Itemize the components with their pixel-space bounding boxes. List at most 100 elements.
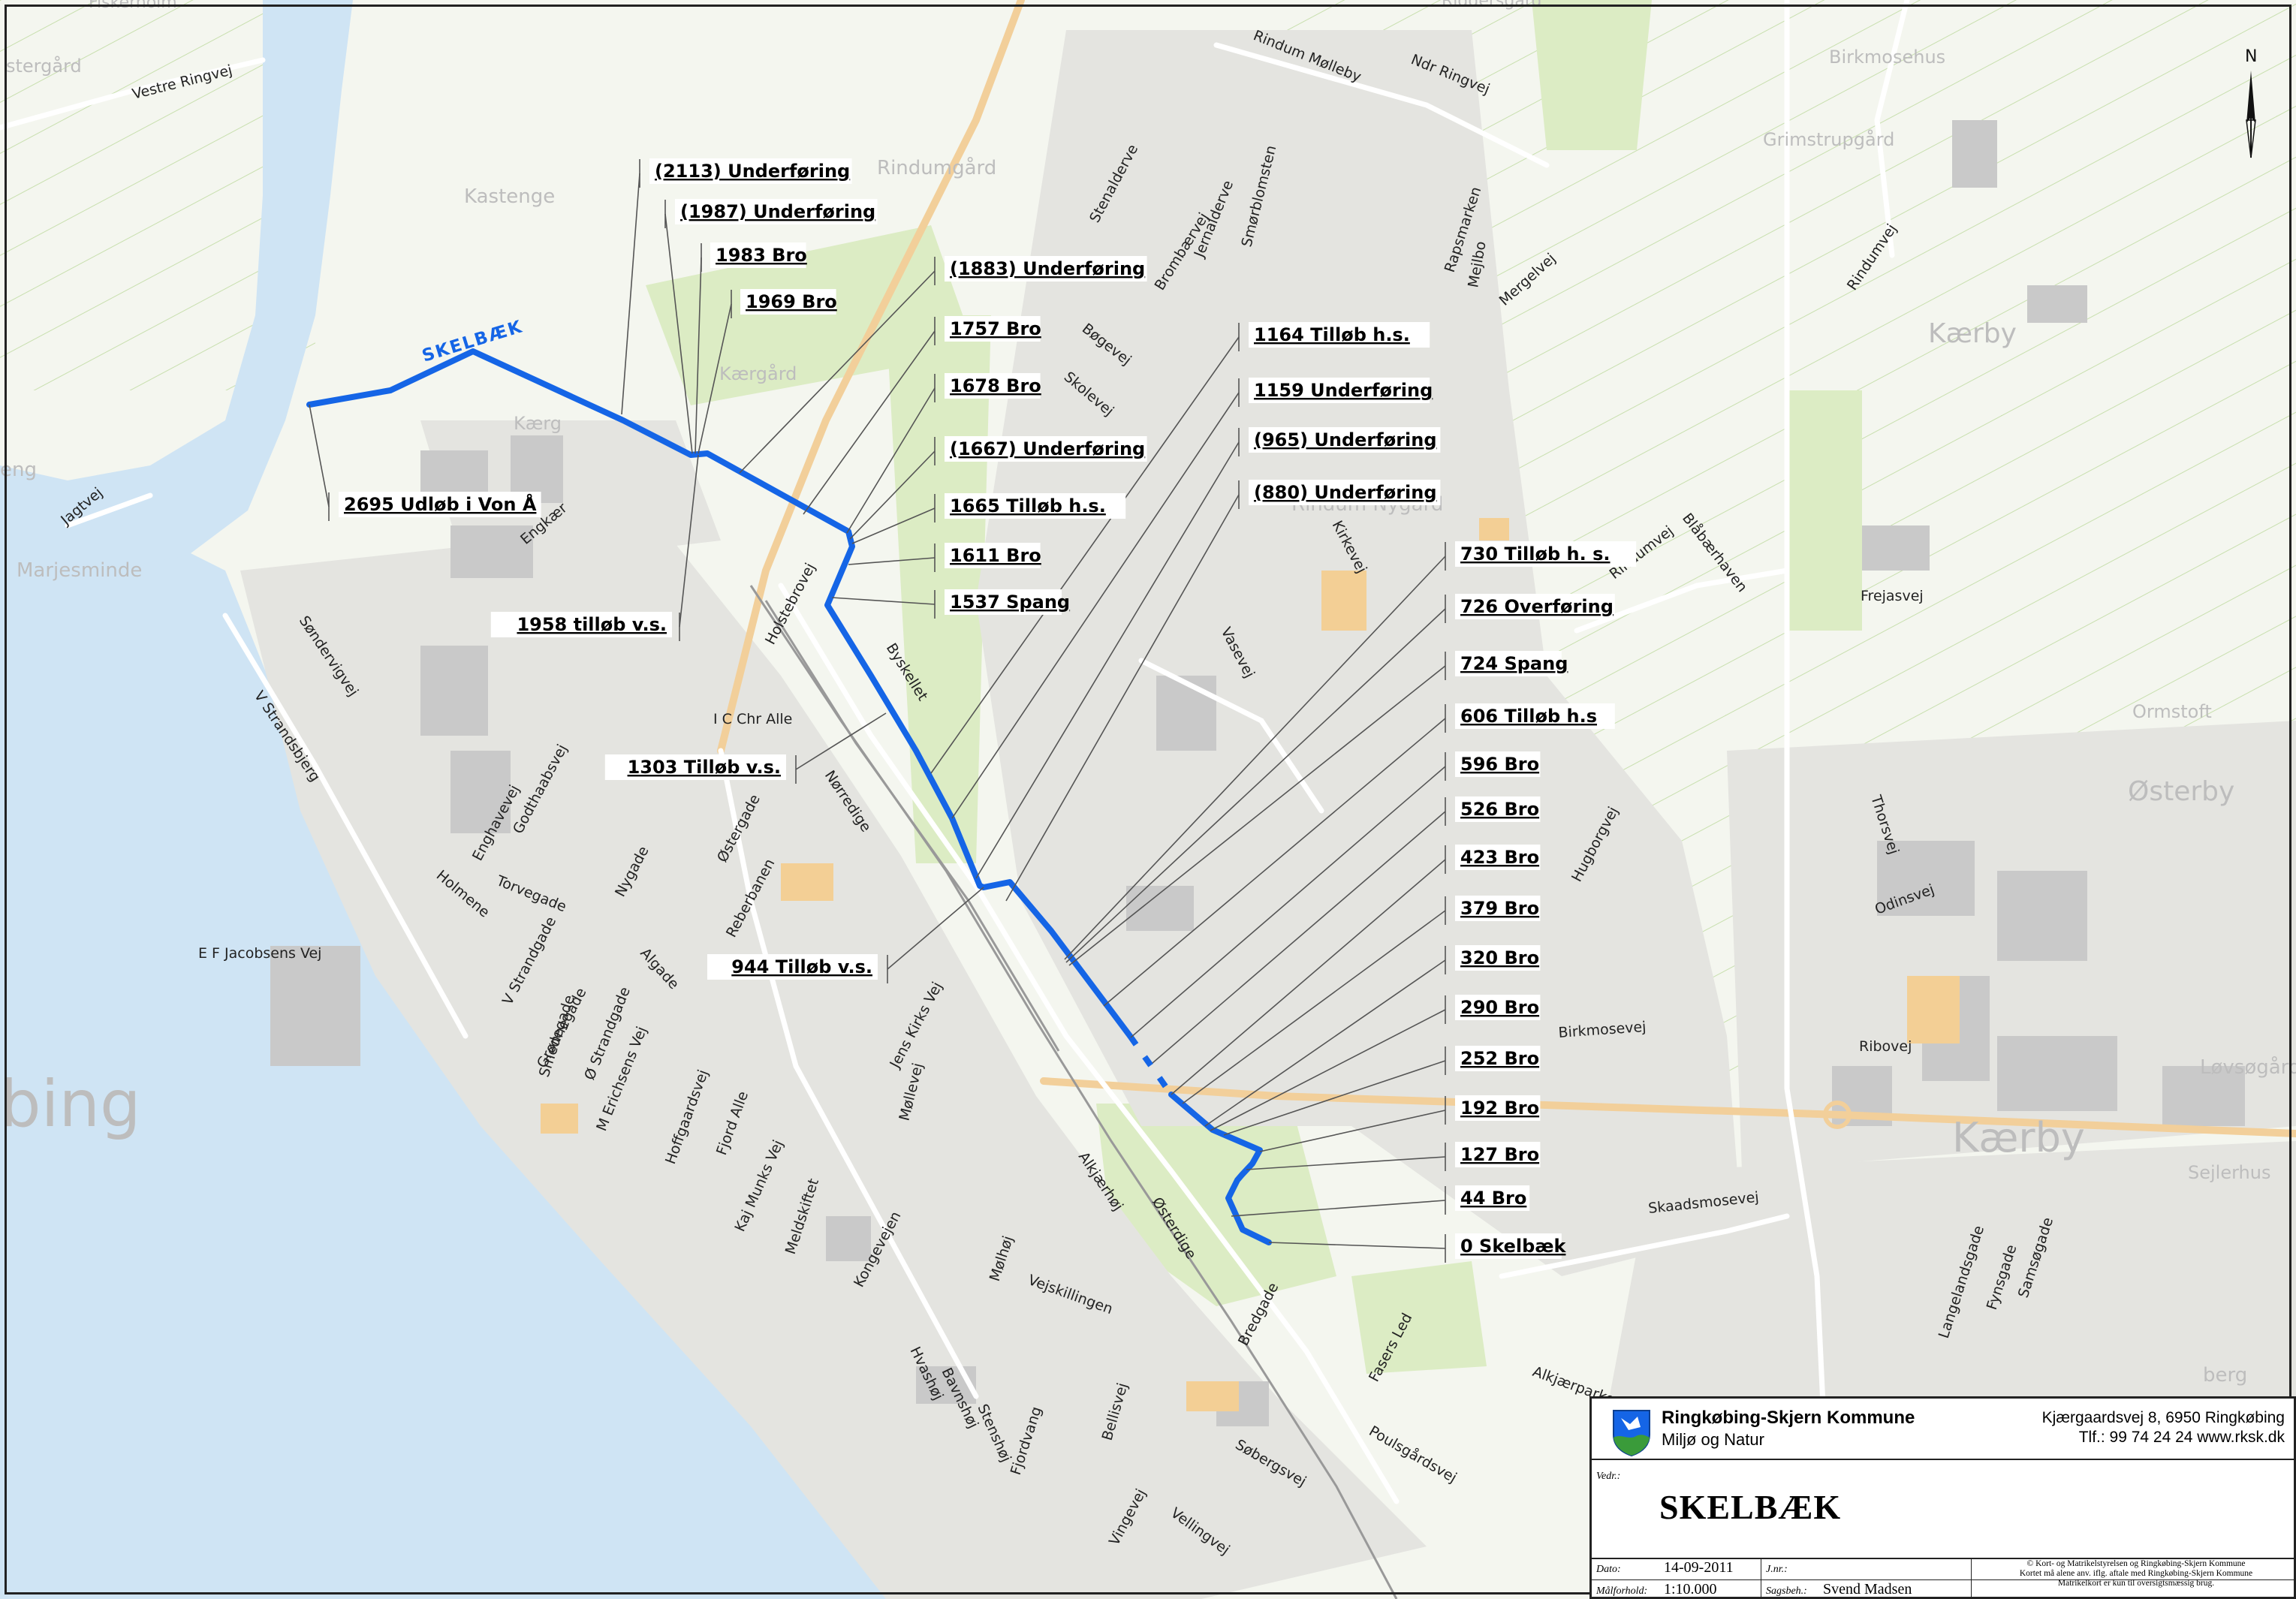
place-label: Kærby — [1928, 318, 2017, 349]
station-label: 944 Tilløb v.s. — [731, 956, 872, 977]
malforhold-label: Målforhold: — [1596, 1585, 1648, 1597]
station-label: 1537 Spang — [950, 592, 1070, 613]
leader-line — [695, 257, 702, 454]
station-label-box — [1249, 322, 1430, 348]
leader-line — [887, 887, 984, 970]
roundabout — [1823, 1101, 1852, 1129]
copyright-line-1: © Kort- og Matrikelstyrelsen og Ringkøbi… — [2026, 1559, 2246, 1568]
street-label: E F Jacobsens Vej — [198, 945, 321, 962]
leader-line — [1103, 718, 1446, 1007]
meta-divider-1 — [1592, 1579, 2294, 1580]
jnr-label: J.nr.: — [1766, 1564, 1788, 1575]
station-label: 290 Bro — [1460, 997, 1539, 1018]
station-label: 192 Bro — [1460, 1098, 1539, 1119]
leader-line — [795, 712, 887, 770]
place-label: Fiskerholm — [89, 0, 177, 12]
street-label: Ribovej — [1859, 1038, 1912, 1055]
orange-public-buildings — [541, 518, 1960, 1411]
station-label: 1303 Tilløb v.s. — [628, 757, 781, 778]
station-labels: (2113) Underføring(1987) Underføring1983… — [339, 158, 1637, 1259]
leader-line — [1259, 1110, 1446, 1152]
station-label: (1883) Underføring — [950, 258, 1145, 279]
leader-line — [1152, 811, 1446, 1064]
place-label: Kærby — [1952, 1114, 2085, 1161]
leader-line — [1210, 1009, 1446, 1131]
leader-line — [1246, 1156, 1446, 1170]
leader-line — [930, 336, 1240, 774]
place-label: Kærgård — [719, 363, 797, 384]
station-label: (1987) Underføring — [680, 201, 875, 222]
station-label: 1983 Bro — [716, 245, 807, 266]
station-label-box — [1455, 1233, 1562, 1259]
leader-line — [679, 454, 699, 628]
leader-line — [849, 450, 936, 540]
station-label-box — [1455, 995, 1541, 1020]
place-label: Kærg — [514, 413, 562, 434]
river-von-aa — [0, 0, 353, 571]
skelbaek-stream-lower — [1168, 1092, 1272, 1245]
title-block: Ringkøbing-Skjern Kommune Miljø og Natur… — [1589, 1396, 2296, 1599]
station-label-box — [339, 492, 541, 517]
place-label: Riddersgård — [1442, 0, 1541, 11]
place-label: Kastenge — [464, 185, 555, 208]
station-label-box — [945, 589, 1062, 615]
leader-line — [621, 173, 640, 415]
station-label-box — [945, 316, 1041, 342]
place-label: Marjesminde — [17, 559, 142, 582]
leader-line — [309, 404, 330, 507]
leader-line — [1171, 859, 1446, 1095]
station-label: 1159 Underføring — [1254, 380, 1433, 401]
leader-line — [831, 597, 936, 605]
station-label: 0 Skelbæk — [1460, 1236, 1566, 1257]
station-label: 1757 Bro — [950, 318, 1041, 339]
station-label-box — [1455, 1095, 1541, 1121]
station-label-box — [1455, 896, 1541, 921]
station-label-box — [1455, 1142, 1541, 1167]
north-arrow-letter: N — [2245, 47, 2257, 66]
station-label: 44 Bro — [1460, 1188, 1526, 1209]
place-label: Ormstoft — [2132, 701, 2212, 722]
station-label: 726 Overføring — [1460, 596, 1614, 617]
title-block-meta — [1592, 1558, 2294, 1559]
leader-line — [846, 387, 936, 534]
leader-line — [951, 392, 1240, 819]
station-label: 1164 Tilløb h.s. — [1254, 324, 1410, 345]
copyright-line-2: Kortet må alene anv. iflg. aftale med Ri… — [2019, 1569, 2253, 1578]
station-label: 730 Tilløb h. s. — [1460, 544, 1611, 565]
place-label: stergård — [6, 55, 82, 77]
north-arrow: N — [2242, 45, 2260, 168]
street-label: I C Chr Alle — [713, 711, 792, 727]
place-labels: stergårdKastengeRindumgårdKærgårdKærgGri… — [0, 0, 2296, 1387]
place-label: eng — [0, 459, 37, 481]
buildings — [270, 120, 2245, 1426]
station-label: (880) Underføring — [1254, 482, 1437, 503]
station-label: 423 Bro — [1460, 847, 1539, 868]
place-label: Birkmosehus — [1829, 47, 1945, 68]
station-label-box — [707, 954, 878, 980]
station-label-box — [1455, 1046, 1541, 1071]
leader-line — [1064, 556, 1446, 960]
leader-line — [1268, 1242, 1446, 1249]
station-label: 320 Bro — [1460, 947, 1539, 968]
dato-value: 14-09-2011 — [1664, 1559, 1734, 1576]
skelbaek-stream-culvert — [1127, 1034, 1174, 1097]
place-label: bing — [0, 1067, 141, 1142]
station-label-box — [1455, 541, 1637, 567]
station-label-box — [945, 256, 1147, 282]
station-label: (1667) Underføring — [950, 438, 1145, 459]
leader-line — [848, 557, 936, 565]
leader-line — [1231, 1200, 1446, 1217]
station-label: 252 Bro — [1460, 1048, 1539, 1069]
station-label-box — [649, 158, 852, 184]
org-phone-web: Tlf.: 99 74 24 24 www.rksk.dk — [2078, 1429, 2285, 1446]
station-label: 1969 Bro — [746, 291, 837, 312]
title-block-header: Ringkøbing-Skjern Kommune Miljø og Natur… — [1592, 1399, 2294, 1460]
leader-line — [698, 303, 732, 454]
place-label: berg — [2203, 1364, 2247, 1387]
station-label-box — [1249, 480, 1441, 505]
street-label: Frejasvej — [1861, 588, 1924, 604]
place-label: Løvsøgård — [2200, 1055, 2296, 1079]
station-label-box — [1455, 651, 1562, 676]
